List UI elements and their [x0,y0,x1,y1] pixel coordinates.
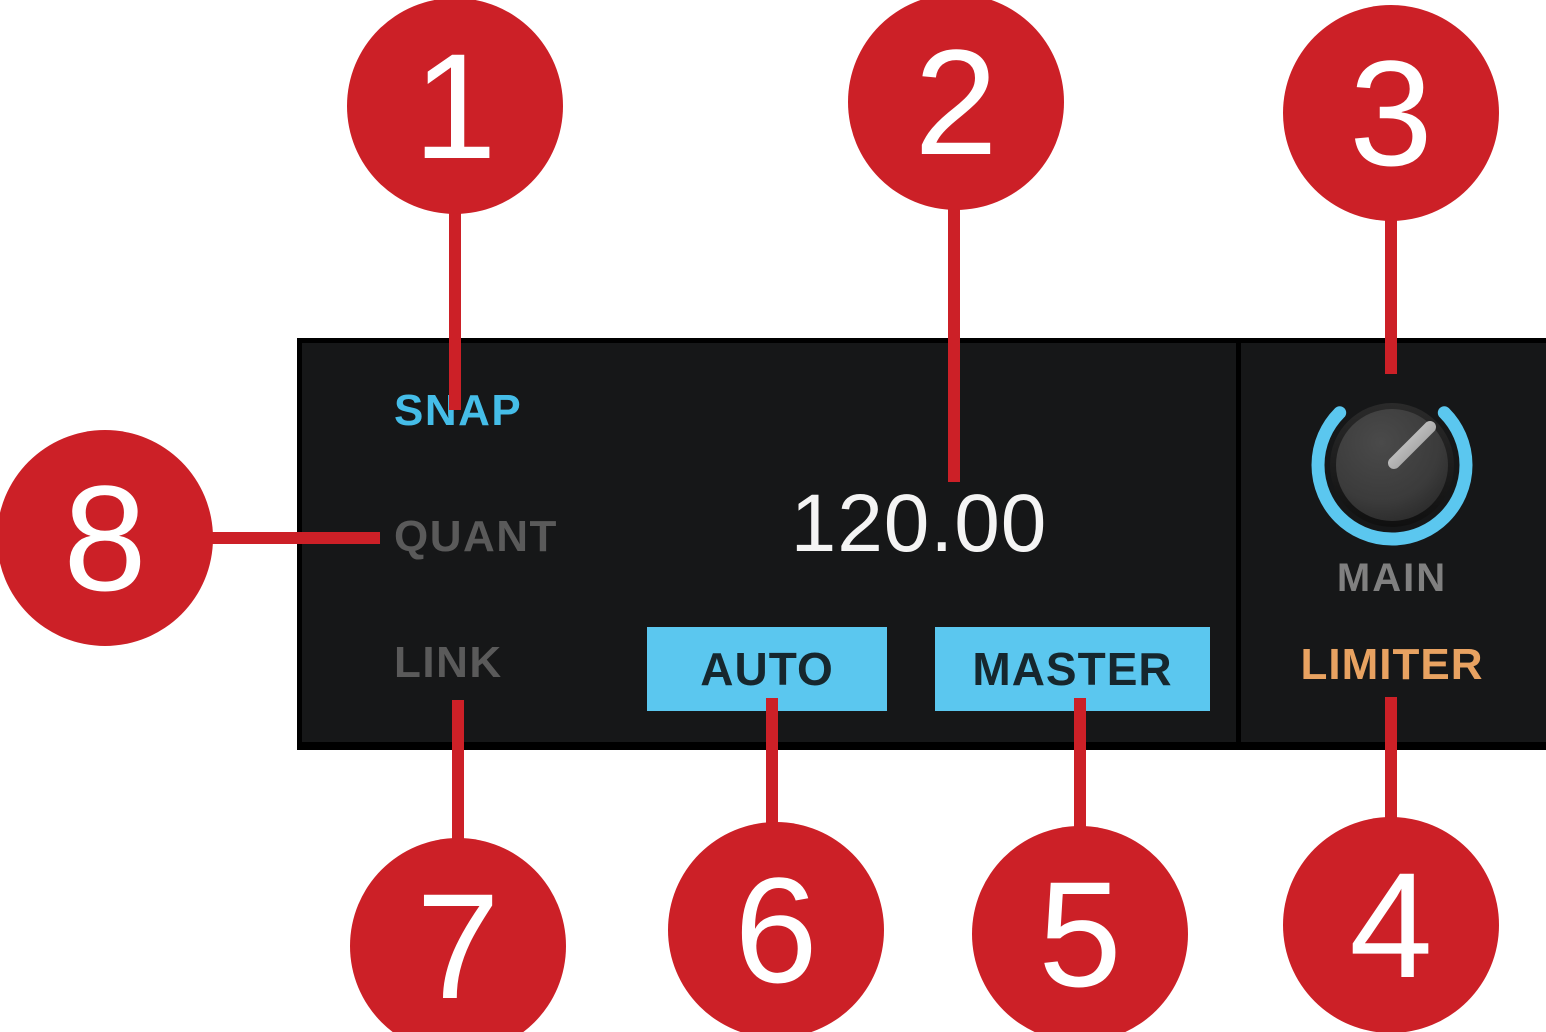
transport-tempo-panel: SNAP QUANT LINK 120.00 AUTO MASTER [297,338,1546,750]
knob-value-arc [1311,406,1473,546]
toggle-limiter[interactable]: LIMITER [1300,640,1484,689]
callout-leader-2 [948,200,960,482]
panel-surface: SNAP QUANT LINK 120.00 AUTO MASTER [302,343,1546,742]
callout-leader-5 [1074,698,1086,836]
callout-marker-2: 2 [848,0,1064,210]
callout-marker-3: 3 [1283,5,1499,221]
master-button[interactable]: MASTER [935,627,1210,711]
section-divider [1236,343,1241,742]
main-volume-knob[interactable] [1302,375,1482,555]
tempo-value-display[interactable]: 120.00 [790,478,1048,569]
callout-leader-8 [205,532,380,544]
callout-leader-3 [1385,212,1397,374]
callout-marker-6: 6 [668,822,884,1032]
rotary-knob-icon [1311,403,1473,546]
knob-label-main: MAIN [1336,556,1448,600]
callout-leader-6 [766,698,778,834]
callout-marker-8: 8 [0,430,213,646]
callout-marker-1: 1 [347,0,563,214]
callout-leader-7 [452,700,464,848]
toggle-quant[interactable]: QUANT [394,512,558,561]
callout-leader-1 [449,205,461,410]
callout-marker-4: 4 [1283,817,1499,1032]
callout-marker-7: 7 [350,838,566,1032]
callout-marker-5: 5 [972,826,1188,1032]
auto-button[interactable]: AUTO [647,627,887,711]
callout-leader-4 [1385,697,1397,827]
toggle-link[interactable]: LINK [394,638,503,687]
knob-pointer [1388,421,1436,469]
